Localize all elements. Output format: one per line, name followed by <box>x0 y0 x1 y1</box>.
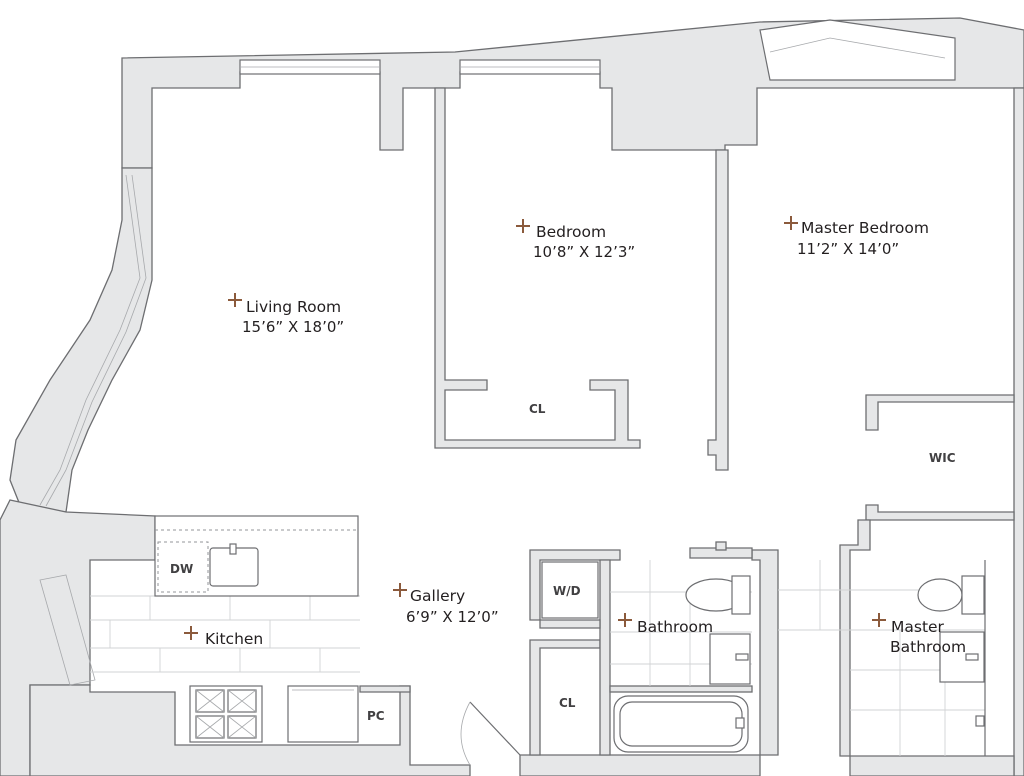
windows <box>39 19 956 686</box>
master-bedroom-name: Master Bedroom <box>801 219 929 237</box>
washer-dryer-tag: W/D <box>553 584 581 598</box>
kitchen-marker <box>184 626 198 640</box>
master-bedroom-dims: 11’2” X 14’0” <box>797 240 899 258</box>
room-labels: Living Room 15’6” X 18’0” Bedroom 10’8” … <box>205 219 966 656</box>
gallery-marker <box>393 583 407 597</box>
walk-in-closet-tag: WIC <box>929 451 956 465</box>
bathroom-name: Bathroom <box>637 618 713 636</box>
master-bathroom-marker <box>872 613 886 627</box>
master-bathroom-name-line2: Bathroom <box>890 638 966 656</box>
bedroom-dims: 10’8” X 12’3” <box>533 243 635 261</box>
dishwasher-tag: DW <box>170 562 193 576</box>
area-tags: CL WIC DW W/D CL PC <box>170 402 956 723</box>
living-room-name: Living Room <box>246 298 341 316</box>
bathroom-marker <box>618 613 632 627</box>
kitchen-island <box>154 515 359 597</box>
hall-closet-tag: CL <box>559 696 576 710</box>
bedroom-name: Bedroom <box>536 223 606 241</box>
kitchen-name: Kitchen <box>205 630 263 648</box>
living-room-marker <box>228 293 242 307</box>
entry-door <box>460 701 521 766</box>
master-bedroom-marker <box>784 216 798 230</box>
gallery-name: Gallery <box>410 587 465 605</box>
bedroom-closet-tag: CL <box>529 402 546 416</box>
kitchen-appliances <box>189 685 359 743</box>
bedroom-marker <box>516 219 530 233</box>
interior-walls <box>359 87 1015 757</box>
bathroom-fixtures <box>541 560 986 756</box>
room-markers <box>184 216 886 640</box>
gallery-dims: 6’9” X 12’0” <box>406 608 499 626</box>
master-bathroom-name-line1: Master <box>891 618 945 636</box>
pantry-closet-tag: PC <box>367 709 385 723</box>
living-room-dims: 15’6” X 18’0” <box>242 318 344 336</box>
